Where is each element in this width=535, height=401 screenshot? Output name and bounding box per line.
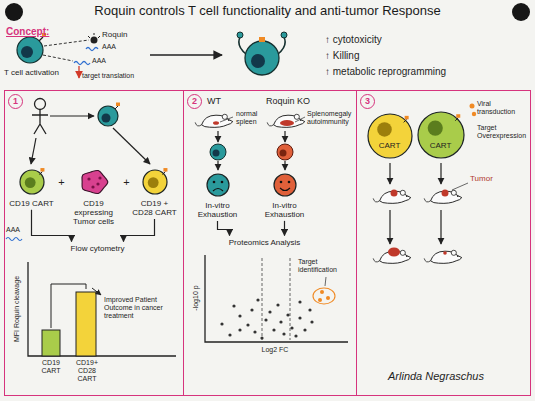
effect-label: ↑ metabolic reprogramming [325, 66, 475, 78]
node-label: Proteomics Analysis [222, 238, 308, 247]
strong-t-cell [237, 32, 287, 75]
virus-particle [470, 104, 477, 117]
panel-number: 1 [8, 94, 23, 109]
panel-box: 1CD19 CARTCD19 expressing Tumor cellsCD1… [4, 90, 184, 396]
tumor-label: Tumor [470, 174, 502, 183]
outcome-note: Improved Patient Outcome in cancer treat… [104, 296, 176, 320]
translation-arrow [78, 66, 79, 78]
flow-arrow [124, 219, 155, 242]
process-arrow [390, 163, 441, 244]
group-label: Roquin KO [258, 96, 318, 106]
effect-label: ↑ Killing [325, 50, 475, 62]
group-label: WT [199, 96, 229, 106]
effect-label: ↑ cytotoxicity [325, 34, 475, 46]
flow-arrow [284, 221, 285, 236]
t-cell [210, 144, 293, 160]
mrna-label: AAA [92, 57, 116, 65]
car-t-cell: CD19 CART [8, 168, 56, 208]
aaa-squiggle [6, 238, 22, 241]
process-label: T cell activation [4, 68, 76, 77]
node-label: CART [430, 141, 452, 150]
patient-figure [32, 99, 48, 135]
mouse [373, 190, 462, 263]
node-label: CD19 CART [8, 199, 56, 208]
flow-arrow [218, 221, 230, 236]
car-t-cell: CART [366, 112, 414, 160]
bar-label: CD19+ CD28 CART [69, 359, 105, 383]
t-cell [98, 103, 120, 127]
axis-label: Log2 FC [250, 346, 300, 354]
spleen [213, 117, 305, 126]
protein-label: Roquin [102, 30, 142, 39]
car-t-cell: CART [416, 110, 466, 160]
method-label: Target Overexpression [477, 124, 529, 140]
cell-outline [366, 112, 414, 160]
method-step: Proteomics Analysis [222, 238, 308, 247]
node-label: In-vitro Exhaustion [188, 201, 248, 219]
spleen-label: Splenomegaly autoimmunity [307, 110, 354, 126]
concept-t-cell [17, 33, 46, 63]
flow-arrow [32, 210, 72, 242]
process-arrow [218, 131, 285, 170]
node-label: CD19 + CD28 CART [131, 199, 179, 217]
panel-number: 2 [187, 94, 202, 109]
tumor-mark [388, 183, 468, 257]
roquin-protein [88, 33, 100, 44]
poster-title: Roquin controls T cell functionality and… [40, 4, 495, 19]
concept-arrow [150, 54, 222, 56]
plus-sign: + [57, 176, 66, 189]
node-label: In-vitro Exhaustion [255, 201, 315, 219]
cell-outline [416, 110, 466, 160]
tumor-cell: CD19 expressing Tumor cells [66, 168, 122, 227]
cell-icon [131, 168, 179, 196]
method-label: Viral transduction [477, 100, 529, 116]
cell-icon [255, 172, 315, 198]
cell-icon [66, 168, 122, 196]
author-signature: Arlinda Negraschus [388, 370, 528, 383]
exhausted-t-cell: In-vitro Exhaustion [188, 172, 248, 219]
process-arrow [31, 116, 150, 164]
section-heading: Concept: [6, 26, 66, 38]
mrna-label: AAA [6, 226, 28, 234]
spleen-label: normal spleen [236, 110, 264, 126]
method-step: Flow cytometry [64, 244, 132, 253]
dashed-link [43, 40, 89, 61]
mrna-label: AAA [102, 43, 126, 51]
bar-label: CD19 CART [33, 359, 69, 375]
plus-sign: + [122, 176, 131, 189]
node-label: Flow cytometry [64, 244, 132, 253]
node-label: CART [379, 141, 401, 150]
panel-number: 3 [360, 94, 375, 109]
cell-icon [188, 172, 248, 198]
process-label: target translation [82, 72, 148, 80]
target-label: Target identification [298, 258, 352, 274]
axis-label: MFI Roquin cleavage [13, 267, 21, 351]
car-t-cell: CD19 + CD28 CART [131, 168, 179, 217]
axis-label: -log10 p [192, 270, 200, 326]
bar-chart [28, 262, 176, 356]
exhausted-t-cell: In-vitro Exhaustion [255, 172, 315, 219]
magnet [5, 3, 530, 21]
node-label: CD19 expressing Tumor cells [66, 199, 122, 227]
cell-icon [8, 168, 56, 196]
